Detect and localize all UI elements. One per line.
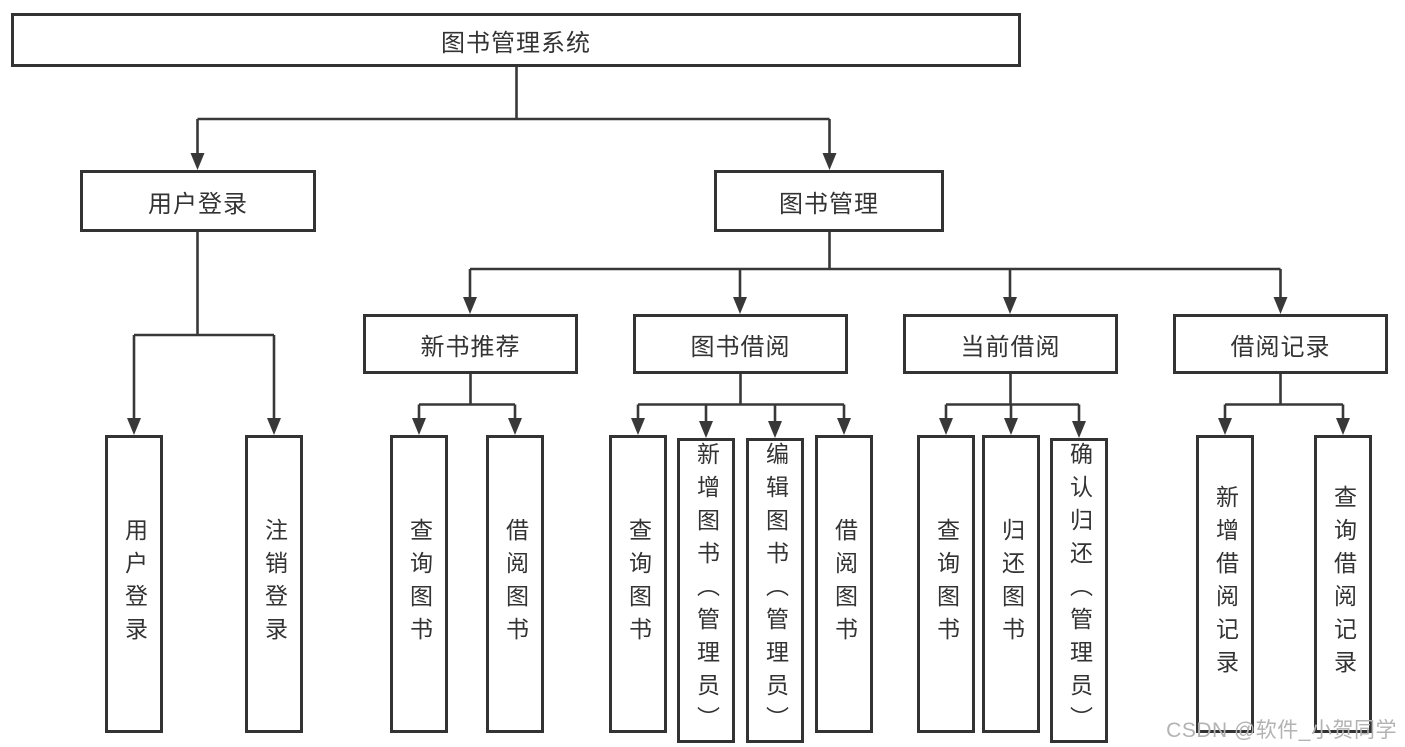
- node-label: 用户登录: [121, 518, 148, 650]
- node-label: 借阅图书: [502, 518, 529, 650]
- node-book-borrowing: 图书借阅: [633, 314, 848, 374]
- node-leaf-search-books-recommend: 查询图书: [390, 435, 448, 733]
- node-library-management-system: 图书管理系统: [11, 13, 1021, 67]
- node-leaf-user-login: 用户登录: [105, 435, 163, 733]
- node-leaf-add-books-admin: 新增图书（管理员）: [677, 438, 735, 743]
- csdn-watermark: CSDN @软件_小贺同学: [1166, 719, 1397, 742]
- node-label: 编辑图书（管理员）: [762, 442, 789, 739]
- node-label: 查询借阅记录: [1330, 485, 1357, 683]
- node-leaf-search-borrow-record: 查询借阅记录: [1314, 435, 1372, 733]
- node-leaf-add-borrow-record: 新增借阅记录: [1196, 435, 1254, 733]
- node-book-management: 图书管理: [714, 170, 944, 232]
- node-leaf-search-books-borrow: 查询图书: [609, 435, 667, 733]
- node-label: 新增借阅记录: [1212, 485, 1239, 683]
- node-leaf-edit-books-admin: 编辑图书（管理员）: [746, 438, 804, 743]
- node-leaf-confirm-return-admin: 确认归还（管理员）: [1050, 438, 1108, 743]
- node-label: 新增图书（管理员）: [693, 442, 720, 739]
- node-borrowing-records: 借阅记录: [1173, 314, 1388, 374]
- node-leaf-return-books: 归还图书: [982, 435, 1040, 733]
- node-label: 借阅图书: [831, 518, 858, 650]
- node-label: 归还图书: [998, 518, 1025, 650]
- node-label: 确认归还（管理员）: [1066, 442, 1093, 739]
- node-label: 查询图书: [625, 518, 652, 650]
- node-leaf-logout: 注销登录: [245, 435, 303, 733]
- node-label: 注销登录: [261, 518, 288, 650]
- node-current-borrowing: 当前借阅: [903, 314, 1118, 374]
- node-leaf-borrow-books-recommend: 借阅图书: [486, 435, 544, 733]
- node-new-book-recommendation: 新书推荐: [363, 314, 578, 374]
- node-label: 查询图书: [406, 518, 433, 650]
- node-leaf-search-books-current: 查询图书: [917, 435, 975, 733]
- node-user-login: 用户登录: [80, 170, 316, 232]
- node-leaf-borrow-books: 借阅图书: [815, 435, 873, 733]
- node-label: 查询图书: [933, 518, 960, 650]
